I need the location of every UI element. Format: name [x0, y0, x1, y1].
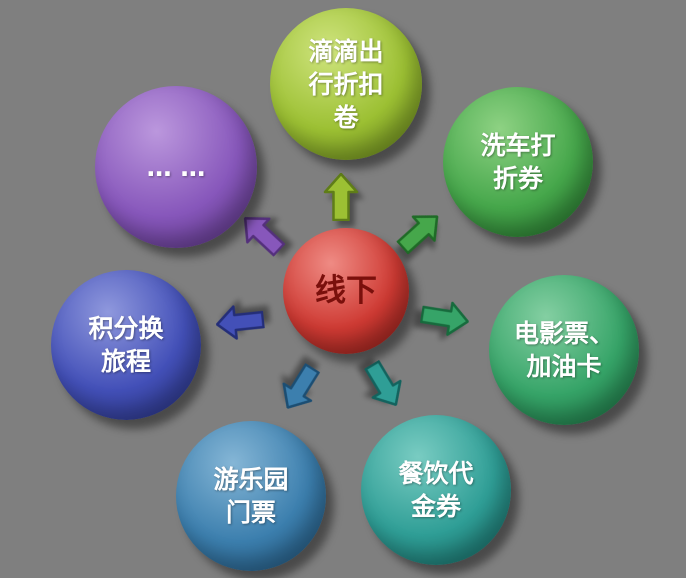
- node-didi-coupon-label: 滴滴出 行折扣 卷: [308, 36, 384, 132]
- node-more: … …: [95, 86, 257, 248]
- arrow-left-icon: [215, 305, 265, 340]
- node-movie-gas-label: 电影票、 加油卡: [513, 319, 614, 381]
- node-amusement-label: 游乐园 门票: [213, 465, 289, 527]
- node-movie-gas: 电影票、 加油卡: [489, 275, 639, 425]
- node-points-travel-label: 积分换 旅程: [88, 314, 164, 376]
- arrow-right-icon: [419, 301, 469, 336]
- node-car-wash: 洗车打 折券: [443, 87, 593, 237]
- node-points-travel: 积分换 旅程: [51, 270, 201, 420]
- node-dining: 餐饮代 金券: [361, 415, 511, 565]
- node-didi-coupon: 滴滴出 行折扣 卷: [270, 8, 422, 160]
- node-more-label: … …: [146, 152, 206, 182]
- node-car-wash-label: 洗车打 折券: [480, 131, 556, 193]
- center-node-label: 线下: [315, 272, 377, 309]
- arrow-down-left-icon: [282, 363, 320, 409]
- arrow-up-icon: [323, 173, 359, 221]
- arrow-down-right-icon: [364, 360, 402, 406]
- node-amusement: 游乐园 门票: [176, 421, 326, 571]
- arrow-up-right-icon: [396, 215, 439, 255]
- arrow-up-left-icon: [243, 217, 286, 257]
- node-dining-label: 餐饮代 金券: [398, 459, 474, 521]
- bottom-margin: [0, 578, 686, 584]
- center-node: 线下: [283, 228, 409, 354]
